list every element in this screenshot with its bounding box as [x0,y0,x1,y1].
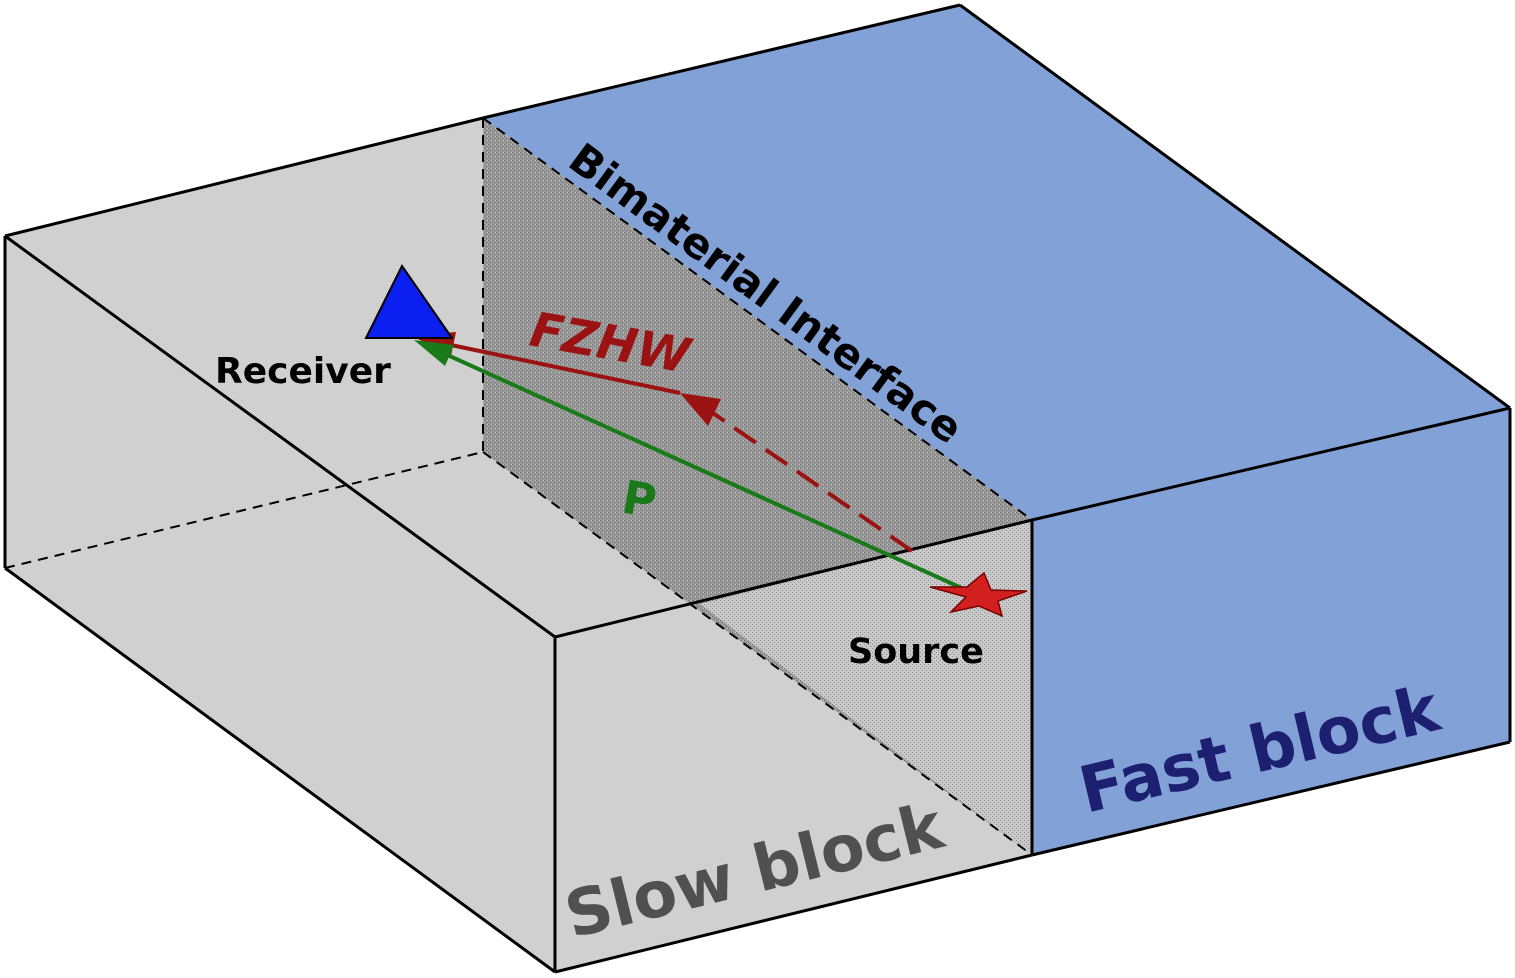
triangle-icon [364,264,454,339]
slow-block-left-face [5,236,555,972]
p-wave-arrowhead [414,340,454,366]
fzhw-dashed-segment [708,409,914,553]
p-wave-ray [414,340,967,592]
fast-block-front-face [1032,408,1510,855]
fzhw-mid-arrowhead [680,393,721,426]
hidden-edges [4,117,1033,856]
star-icon [929,571,1028,618]
interface-plane-front-section [700,520,1032,855]
block-edges [3,3,1512,974]
receiver-label: Receiver [215,351,391,392]
fast-block-top-face [483,5,1510,520]
fzhw-solid-segment [431,339,681,395]
source-label: Source [848,632,984,672]
